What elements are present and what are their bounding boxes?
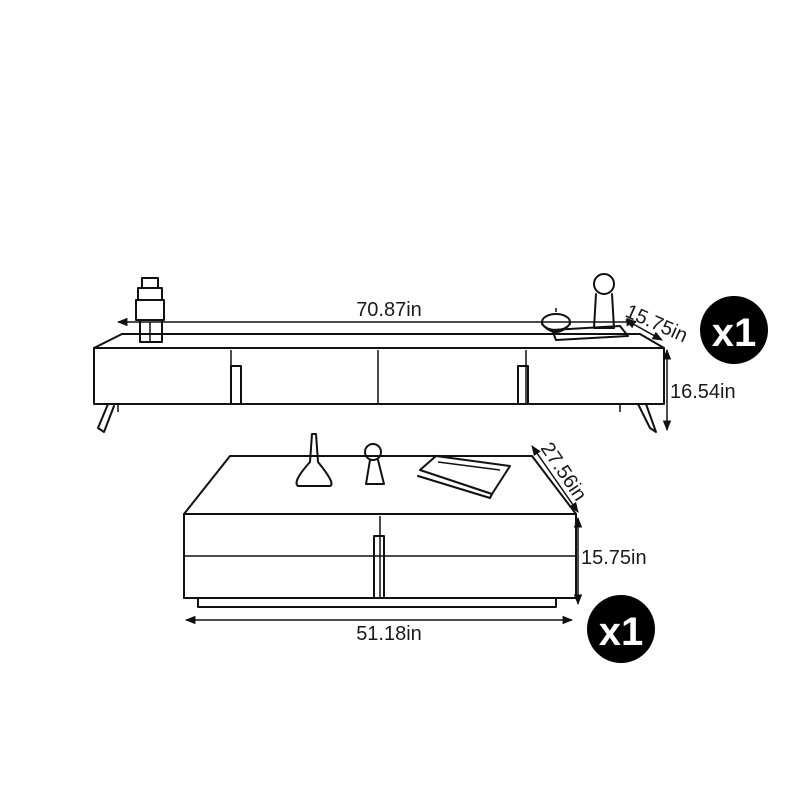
tv-quantity-badge: x1 (700, 296, 768, 364)
tv-height-label: 16.54in (670, 381, 736, 403)
tv-quantity-label: x1 (712, 311, 757, 355)
book-decor (417, 455, 511, 499)
vase-decor (295, 433, 333, 487)
book-stack-decor (135, 277, 165, 343)
tv-depth-arrow (625, 319, 663, 341)
tv-depth-label: 15.75in (622, 300, 691, 347)
table-quantity-badge: x1 (587, 595, 655, 663)
tv-width-label: 70.87in (356, 299, 422, 321)
table-quantity-label: x1 (599, 610, 644, 654)
table-depth-arrow (531, 445, 579, 513)
coffee-table-drawing (183, 433, 577, 608)
sculpture-decor (364, 443, 385, 485)
table-width-label: 51.18in (356, 623, 422, 645)
tv-cabinet-drawing (93, 273, 665, 433)
sculpture-decor (551, 273, 629, 341)
table-height-label: 15.75in (581, 547, 647, 569)
